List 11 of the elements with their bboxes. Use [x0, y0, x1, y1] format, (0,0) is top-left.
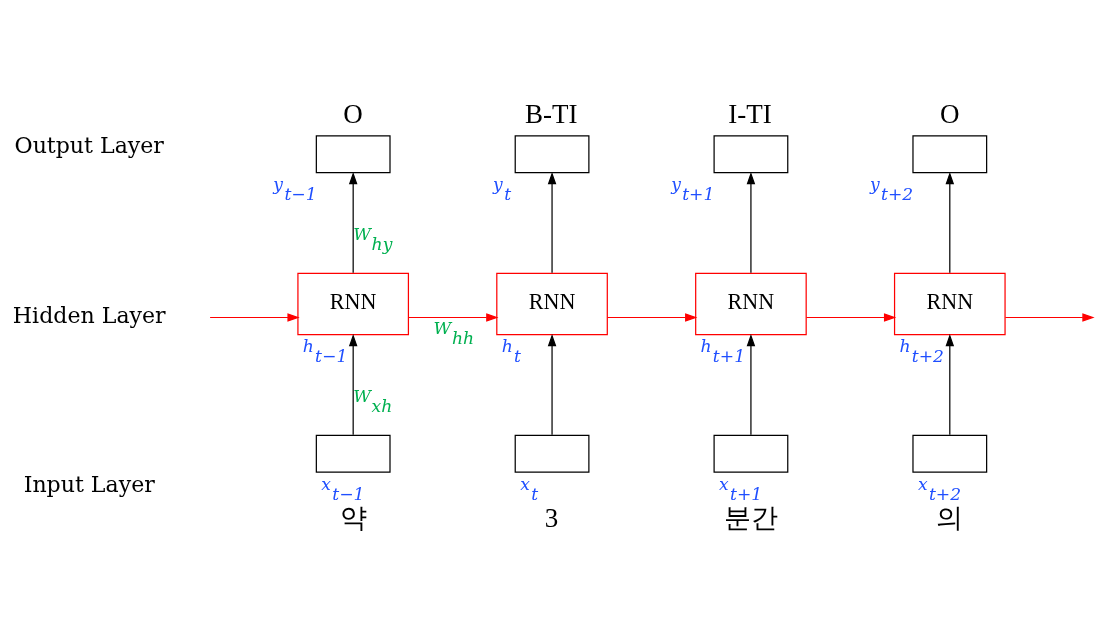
- node-label: I-TI: [728, 98, 772, 129]
- label: Output Layer: [14, 131, 164, 158]
- label: Hidden Layer: [12, 301, 166, 328]
- node-label: 의: [936, 502, 964, 533]
- node-label: 3: [544, 502, 559, 533]
- node-label: B-TI: [525, 98, 578, 129]
- node-label: O: [343, 98, 363, 129]
- node-label: O: [939, 98, 960, 129]
- node-label: 분간: [723, 502, 778, 533]
- node-label: 약: [339, 502, 367, 533]
- label: Input Layer: [23, 470, 155, 497]
